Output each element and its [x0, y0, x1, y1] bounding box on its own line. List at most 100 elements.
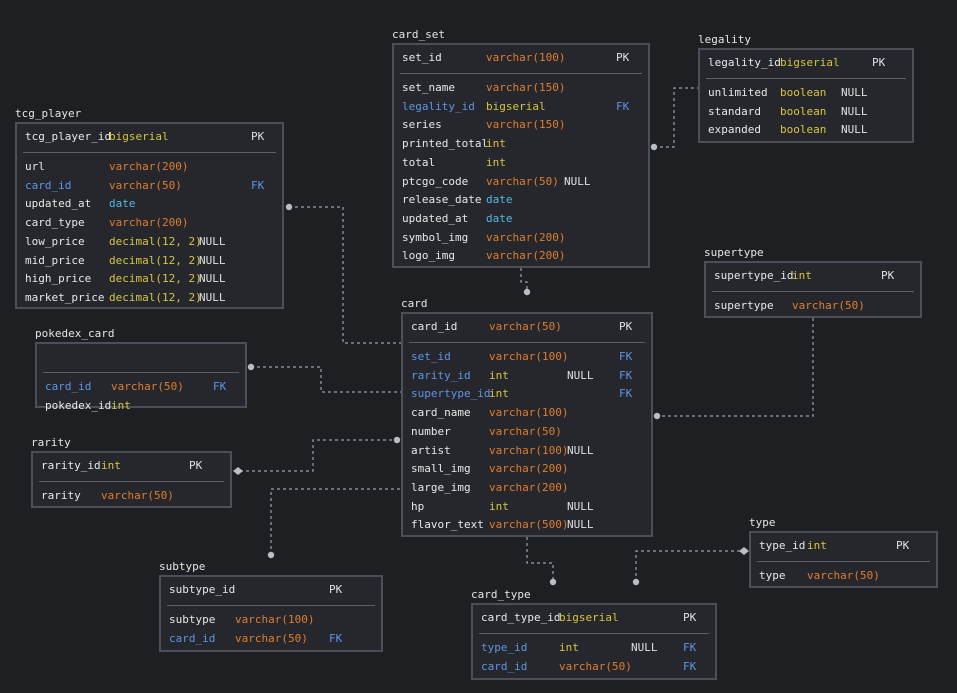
column-name: artist: [411, 443, 451, 457]
column-null: NULL: [567, 499, 594, 513]
table-title: type: [749, 516, 776, 529]
connector-endpoint: [549, 578, 557, 586]
column-key: FK: [683, 659, 697, 673]
column-null: NULL: [567, 443, 594, 457]
column-name: number: [411, 424, 451, 438]
table-title: tcg_player: [15, 107, 82, 120]
column-name: updated_at: [25, 197, 92, 211]
column-key: FK: [329, 631, 343, 645]
column-type: varchar(50): [486, 174, 559, 188]
column-null: NULL: [567, 518, 594, 532]
table-title: supertype: [704, 246, 764, 259]
column-type: int: [807, 539, 827, 552]
column-type: int: [489, 387, 509, 401]
column-name: card_name: [411, 406, 471, 420]
column-name: market_price: [25, 290, 105, 304]
column-name: printed_total: [402, 137, 489, 151]
column-type: varchar(200): [486, 249, 566, 263]
column-key: FK: [619, 368, 633, 382]
column-key: PK: [881, 269, 895, 282]
column-name: url: [25, 160, 45, 173]
link-rarity-card: [240, 439, 397, 472]
column-null: NULL: [199, 272, 226, 286]
primary-key-section: [479, 605, 709, 634]
column-name: card_type_id: [481, 611, 561, 624]
column-type: varchar(50): [101, 489, 174, 502]
column-name: card_id: [481, 659, 528, 673]
column-key: PK: [616, 51, 630, 64]
column-row: logo_img varchar(200): [394, 246, 648, 265]
column-name: ptcgo_code: [402, 174, 469, 188]
column-key: PK: [683, 611, 697, 624]
column-type: varchar(50): [489, 320, 562, 333]
link-pokedex-card-card: [251, 366, 401, 393]
column-type: boolean: [780, 123, 827, 137]
column-type: varchar(200): [489, 462, 569, 476]
column-name: card_id: [169, 631, 216, 645]
column-type: int: [792, 269, 812, 282]
column-type: int: [489, 499, 509, 513]
column-type: bigserial: [780, 56, 840, 69]
column-type: int: [489, 368, 509, 382]
column-null: NULL: [199, 290, 226, 304]
link-subtype-card: [270, 488, 401, 555]
column-name: supertype: [714, 299, 774, 312]
primary-key-section: [23, 124, 276, 153]
connector-endpoint: [267, 551, 275, 559]
column-name: high_price: [25, 272, 92, 286]
connector-endpoint: [285, 203, 293, 211]
column-name: legality_id: [402, 99, 475, 113]
column-name: type_id: [481, 641, 528, 654]
column-type: varchar(50): [235, 631, 308, 645]
column-name: logo_img: [402, 249, 455, 263]
primary-key-section: [39, 453, 224, 482]
primary-key-section: [409, 314, 645, 343]
connector-diamond: [233, 467, 243, 475]
primary-key-section: [167, 577, 375, 606]
connector-endpoint: [650, 143, 658, 151]
column-type: varchar(150): [486, 118, 566, 132]
connector-endpoint: [393, 436, 401, 444]
connector-endpoint: [632, 578, 640, 586]
column-name: updated_at: [402, 211, 469, 225]
column-name: total: [402, 155, 436, 169]
column-type: decimal(12, 2): [109, 234, 202, 248]
column-type: date: [486, 211, 513, 225]
column-name: set_id: [402, 51, 442, 64]
column-type: int: [559, 641, 579, 654]
primary-key-section: [400, 45, 642, 74]
column-type: decimal(12, 2): [109, 290, 202, 304]
column-type: boolean: [780, 104, 827, 118]
column-key: FK: [251, 178, 265, 192]
column-row: updated_at date: [394, 209, 648, 228]
column-name: card_id: [411, 320, 458, 333]
column-null: NULL: [564, 174, 591, 188]
